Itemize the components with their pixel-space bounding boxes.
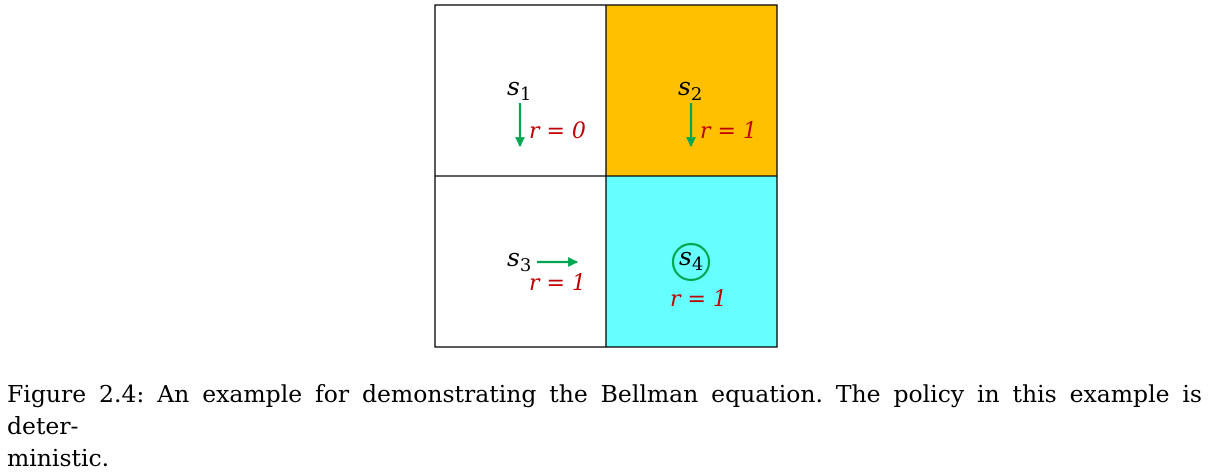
reward-label-s2: r = 1 [700, 119, 757, 144]
grid-world-diagram: s1 s2 s3 s4 r = 0 r = 1 r = 1 r = 1 [434, 4, 778, 348]
caption-line-1: Figure 2.4: An example for demonstrating… [7, 380, 1202, 440]
grid-lines [434, 4, 778, 348]
policy-stay-circle-s4 [671, 242, 711, 282]
reward-label-s3: r = 1 [529, 271, 586, 296]
caption-line-2: ministic. [7, 444, 110, 472]
reward-label-s4: r = 1 [670, 287, 727, 312]
figure-caption: Figure 2.4: An example for demonstrating… [7, 378, 1202, 474]
state-label-s3: s3 [507, 243, 531, 276]
state-label-s4: s4 [679, 242, 703, 275]
cell-s1 [435, 5, 606, 176]
cell-s4 [606, 176, 777, 347]
cell-s2 [606, 5, 777, 176]
reward-label-s1: r = 0 [529, 119, 586, 144]
state-label-s1: s1 [507, 72, 531, 105]
state-label-s2: s2 [678, 72, 702, 105]
